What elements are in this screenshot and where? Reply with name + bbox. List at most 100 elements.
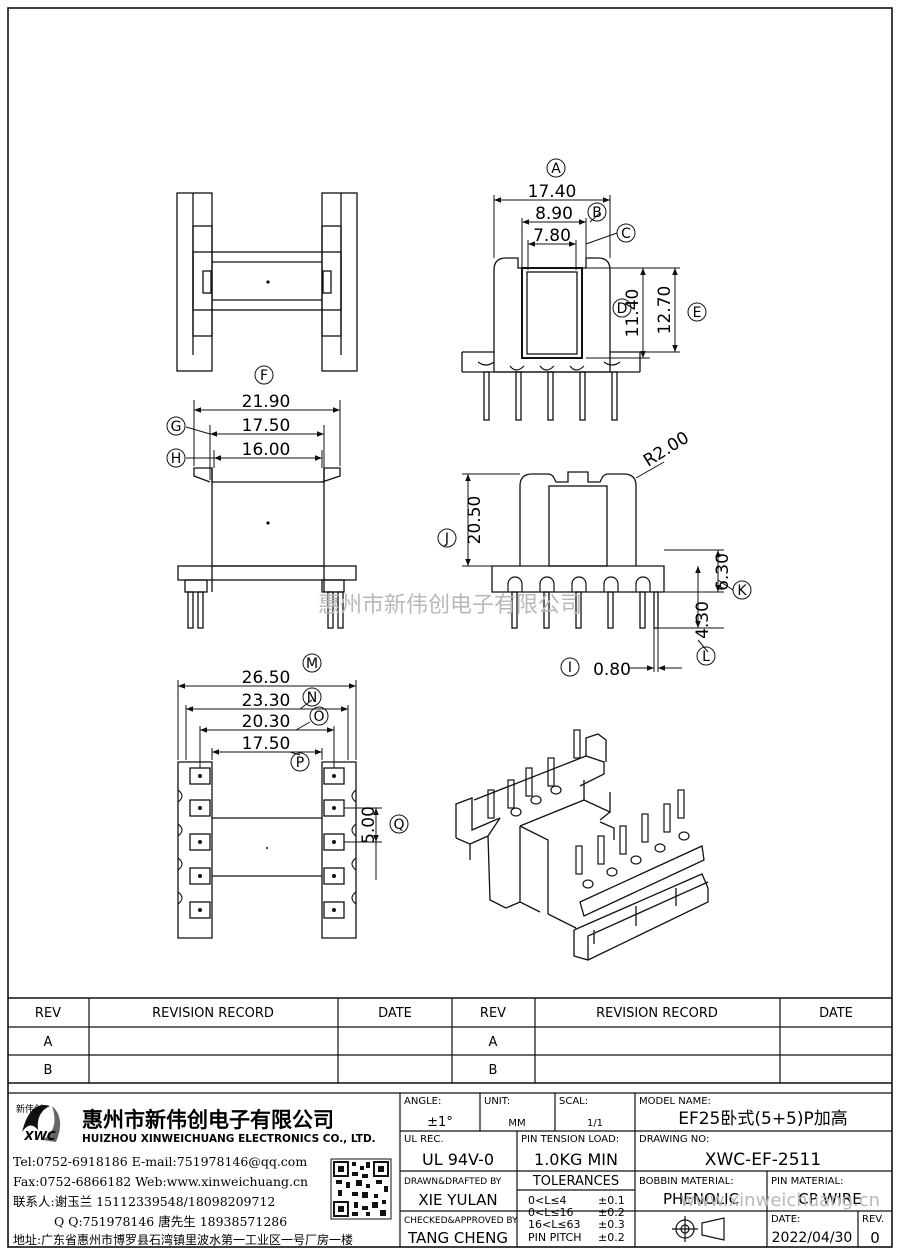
svg-text:C: C (621, 226, 631, 242)
bottom-view-dims (177, 680, 382, 880)
svg-text:M: M (306, 656, 318, 672)
callout-p: P (290, 752, 310, 772)
rev-header-1: REV (35, 1006, 61, 1021)
svg-text:A: A (551, 161, 561, 177)
projection-symbol-icon (672, 1216, 725, 1242)
svg-text:D: D (617, 301, 628, 317)
callout-b: B (587, 202, 607, 222)
svg-text:P: P (296, 755, 304, 771)
svg-text:I: I (568, 660, 572, 676)
svg-text:XWC: XWC (23, 1129, 55, 1143)
company-name-cn: 惠州市新伟创电子有限公司 (82, 1108, 334, 1132)
tolerances-label: TOLERANCES (532, 1174, 619, 1189)
dim-f-text: 21.90 (242, 392, 291, 412)
callout-e: E (687, 302, 707, 322)
drawing-no-value: XWC-EF-2511 (705, 1150, 821, 1170)
callouts: A B C D E F G H J K L I M N O P Q (166, 158, 752, 834)
callout-n: N (302, 687, 322, 707)
svg-text:F: F (260, 368, 268, 384)
rev-header-2: REV (480, 1006, 506, 1021)
tolerance-range-2: 0<L≤16 (528, 1206, 574, 1219)
company-name-en: HUIZHOU XINWEICHUANG ELECTRONICS CO., LT… (82, 1133, 376, 1145)
ul-rec-value: UL 94V-0 (422, 1150, 494, 1169)
dim-e-text: 12.70 (655, 286, 675, 335)
callout-q: Q (389, 814, 409, 834)
svg-text:H: H (171, 451, 182, 467)
callout-o: O (309, 706, 329, 726)
footer-watermark: www.xinweichuang.cn (680, 1190, 880, 1211)
callout-l: L (696, 646, 716, 666)
tolerance-value-3: ±0.3 (598, 1218, 625, 1231)
angle-label: ANGLE: (404, 1096, 441, 1107)
callout-m: M (302, 653, 322, 673)
dim-h-text: 16.00 (242, 440, 291, 460)
model-name-value: EF25卧式(5+5)P加高 (678, 1109, 848, 1129)
callout-a: A (546, 158, 566, 178)
tolerance-value-4: ±0.2 (598, 1231, 625, 1244)
callout-i: I (560, 657, 580, 677)
company-tel: Tel:0752-6918186 E-mail:751978146@qq.com (13, 1154, 307, 1169)
pin-material-label: PIN MATERIAL: (771, 1176, 843, 1187)
svg-text:G: G (171, 419, 182, 435)
side-view-dims (185, 400, 341, 480)
drawing-no-label: DRAWING NO: (639, 1134, 709, 1145)
date-header-2: DATE (819, 1006, 853, 1021)
dim-i-text: 0.80 (593, 660, 631, 680)
tolerance-range-4: PIN PITCH (528, 1231, 582, 1244)
dim-c-text: 7.80 (533, 226, 571, 246)
dim-j-text: 20.50 (465, 496, 485, 545)
svg-text:新伟创: 新伟创 (16, 1103, 43, 1115)
company-contact-1: 联系人:谢玉兰 15112339548/18098209712 (13, 1194, 275, 1209)
callout-d: D (612, 298, 632, 318)
revision-record-header-1: REVISION RECORD (152, 1006, 274, 1021)
revision-table (8, 997, 892, 1084)
bobbin-material-label: BOBBIN MATERIAL: (639, 1176, 734, 1187)
dim-n-text: 23.30 (242, 691, 291, 711)
tolerance-range-3: 16<L≤63 (528, 1218, 581, 1231)
callout-j: J (437, 528, 457, 548)
tolerance-value-1: ±0.1 (598, 1194, 625, 1207)
unit-value: MM (508, 1118, 525, 1129)
front-view (461, 257, 641, 421)
company-contact-2: Q Q:751978146 唐先生 18938571286 (54, 1214, 287, 1229)
callout-g: G (166, 416, 186, 436)
dim-o-text: 20.30 (242, 712, 291, 732)
ul-rec-label: UL REC. (404, 1134, 444, 1145)
revision-table-text: REV REVISION RECORD DATE REV REVISION RE… (35, 1006, 853, 1078)
scale-value: 1/1 (587, 1118, 603, 1129)
svg-text:E: E (693, 305, 702, 321)
svg-text:B: B (592, 205, 602, 221)
watermark-text: 惠州市新伟创电子有限公司 (318, 593, 582, 618)
rev-row-b-1: B (44, 1063, 53, 1078)
svg-text:Q: Q (393, 817, 404, 833)
dim-m-text: 26.50 (242, 668, 291, 688)
title-block-text: ANGLE: ±1° UNIT: MM SCAL: 1/1 MODEL NAME… (404, 1096, 884, 1247)
bobbin-material-value: PHENOLIC (663, 1190, 739, 1208)
pin-material-value: CP WIRE (798, 1190, 861, 1208)
dim-a-text: 17.40 (528, 182, 577, 202)
checked-by-label: CHECKED&APPROVED BY (404, 1216, 518, 1226)
rev-row-a-2: A (489, 1035, 498, 1050)
svg-text:J: J (444, 531, 449, 547)
revision-record-header-2: REVISION RECORD (596, 1006, 718, 1021)
dim-q-text: 5.00 (359, 806, 379, 844)
rev-row-a-1: A (44, 1035, 53, 1050)
svg-text:K: K (737, 583, 747, 599)
front-view-dims (493, 195, 680, 359)
company-fax: Fax:0752-6866182 Web:www.xinweichuang.cn (13, 1174, 308, 1189)
company-block: 新伟创 XWC 惠州市新伟创电子有限公司 HUIZHOU XINWEICHUAN… (13, 1103, 392, 1247)
date-label: DATE: (771, 1214, 800, 1225)
date-header-1: DATE (378, 1006, 412, 1021)
callout-f: F (254, 365, 274, 385)
callout-k: K (732, 580, 752, 600)
rev-value: 0 (870, 1229, 880, 1247)
dim-r-text: R2.00 (640, 428, 693, 471)
tolerance-range-1: 0<L≤4 (528, 1194, 567, 1207)
qr-code-icon (330, 1158, 392, 1220)
isometric-view (455, 729, 709, 961)
scale-label: SCAL: (559, 1096, 588, 1107)
rev-label: REV. (862, 1214, 884, 1225)
date-value: 2022/04/30 (772, 1230, 853, 1246)
dim-k-text: 6.30 (713, 553, 733, 591)
